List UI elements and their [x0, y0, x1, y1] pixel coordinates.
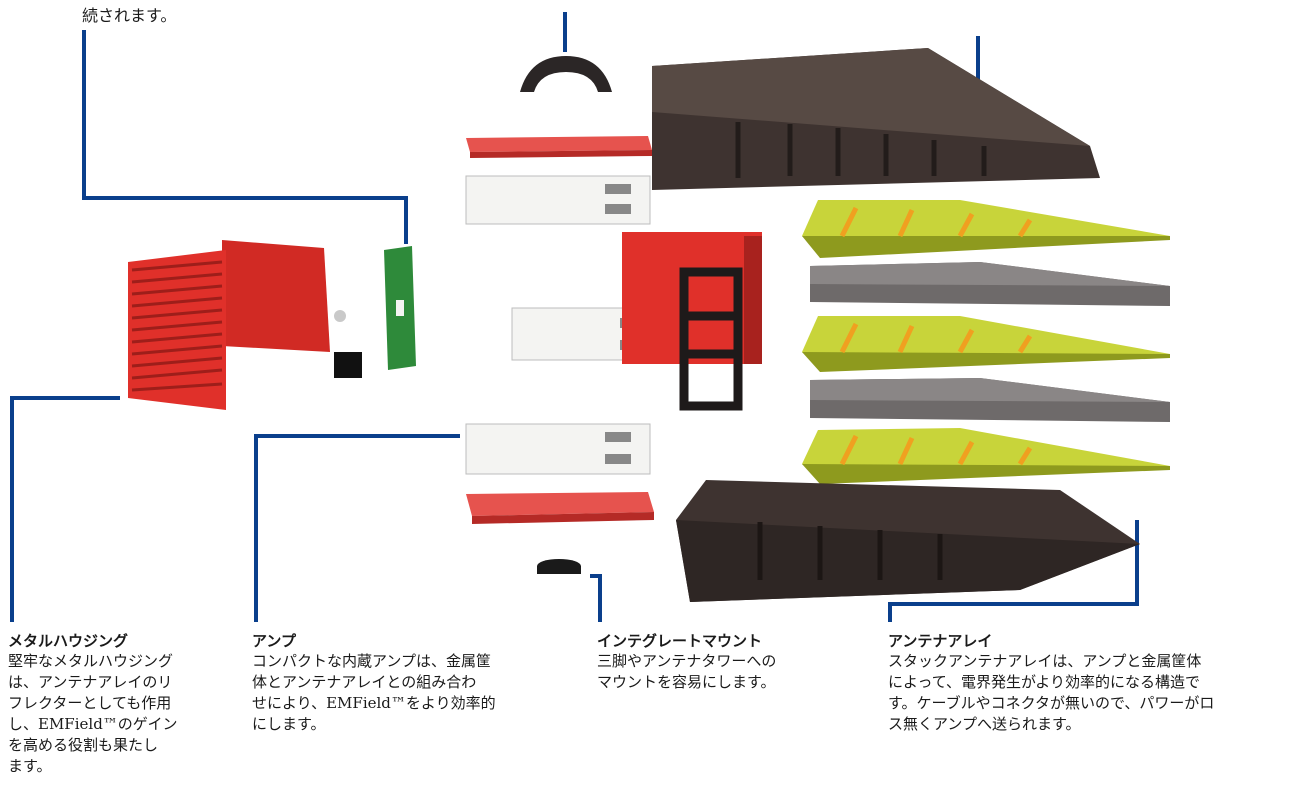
leader-line-amp	[254, 434, 460, 622]
callout-title-antenna-array: アンテナアレイ	[888, 632, 993, 650]
antenna-layer-1	[802, 200, 1170, 258]
handle-part	[520, 56, 612, 92]
antenna-layer-3	[802, 428, 1170, 484]
antenna-layer-2	[802, 316, 1170, 372]
callout-title-metal-housing: メタルハウジング	[8, 632, 129, 650]
leader-line-antenna	[888, 520, 1139, 622]
upper-red-plate	[466, 136, 652, 158]
pcb-board	[384, 246, 416, 370]
callout-body-integrated-mount: 三脚やアンテナタワーへの マウントを容易にします。	[597, 652, 777, 691]
lower-red-plate	[466, 492, 654, 524]
grey-plate-1	[810, 262, 1170, 306]
callout-title-amplifier: アンプ	[252, 632, 296, 650]
callout-body-metal-housing: 堅牢なメタルハウジング は、アンテナアレイのリ フレクターとしても作用 し、EM…	[8, 652, 178, 775]
amplifier-box-top	[465, 175, 651, 225]
integrated-mount-puck	[537, 559, 581, 574]
mount-frame	[679, 267, 743, 411]
metal-housing-part	[128, 240, 362, 410]
top-caption-fragment: 続されます。	[82, 6, 177, 25]
callout-body-antenna-array: スタックアンテナアレイは、アンプと金属筐体 によって、電界発生がより効率的になる…	[888, 652, 1215, 733]
callout-body-amplifier: コンパクトな内蔵アンプは、金属筐 体とアンテナアレイとの組み合わ せにより、EM…	[252, 652, 496, 733]
grey-plate-2	[810, 378, 1170, 422]
leader-line-top-left	[82, 30, 408, 244]
lower-antenna-cover	[676, 480, 1140, 602]
leader-line-mount	[590, 574, 602, 622]
leader-line-housing	[10, 396, 120, 622]
callout-title-integrated-mount: インテグレートマウント	[597, 632, 763, 650]
amplifier-box-bottom	[465, 423, 651, 475]
upper-antenna-cover	[652, 48, 1100, 190]
